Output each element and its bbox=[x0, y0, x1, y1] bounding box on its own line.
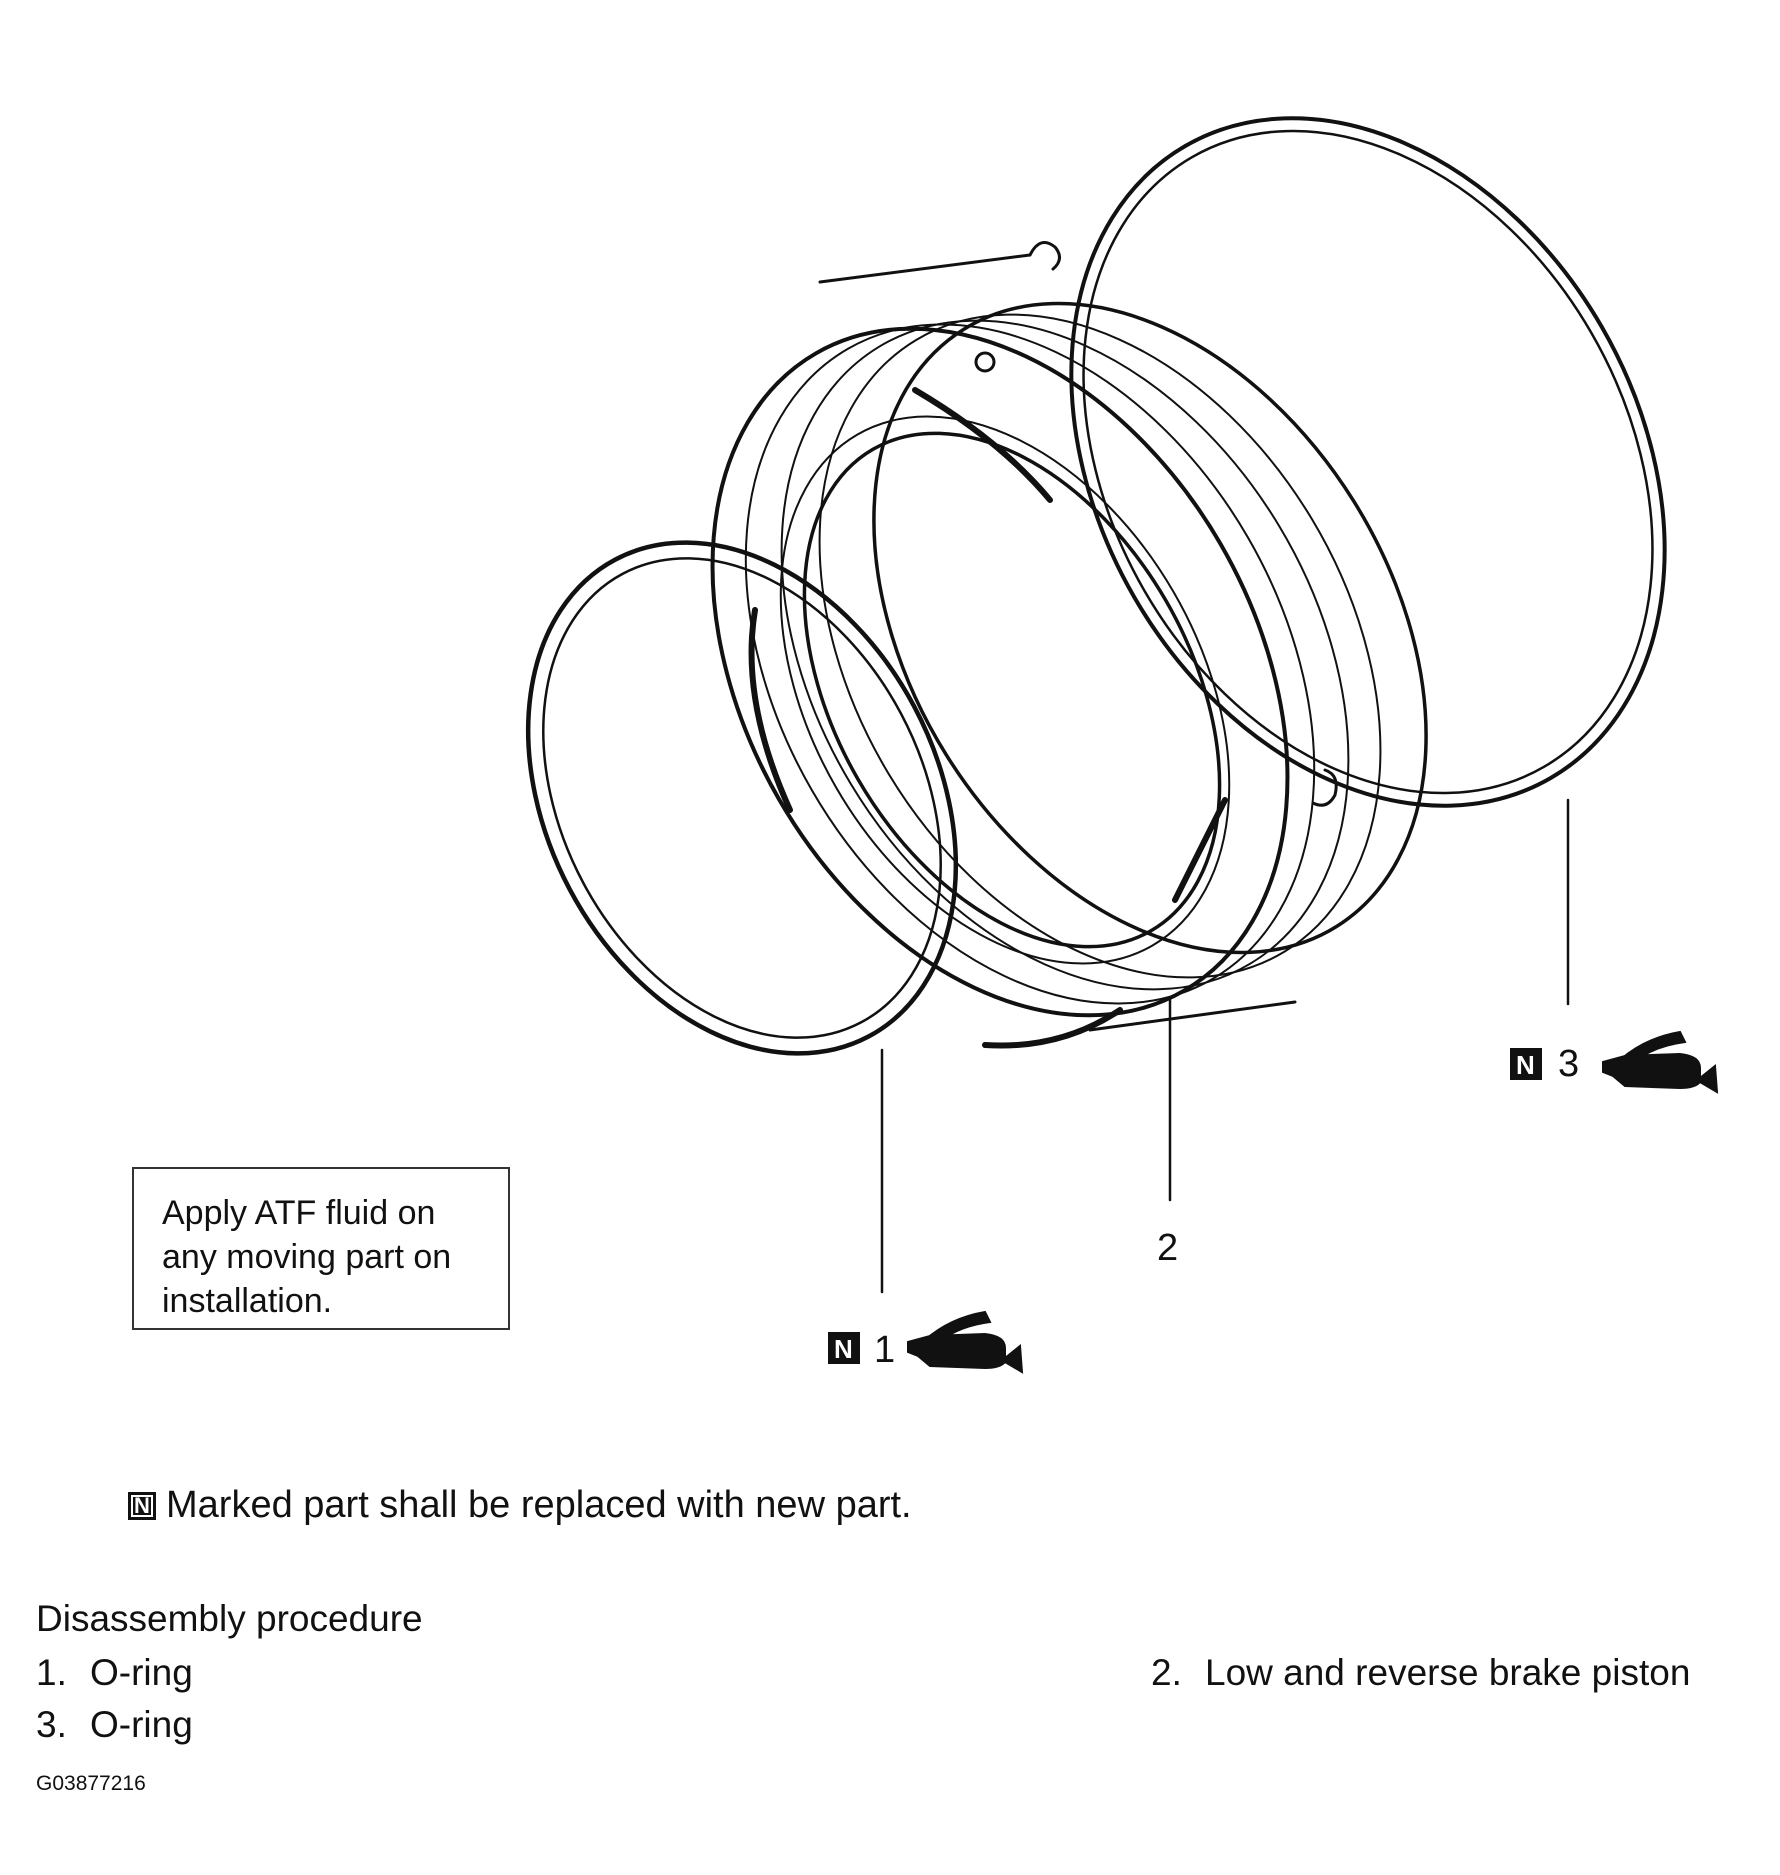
procedure-item-label: Low and reverse brake piston bbox=[1205, 1652, 1691, 1693]
callout-label-3: 3 bbox=[1558, 1043, 1579, 1085]
oil-can-icon bbox=[1602, 1030, 1719, 1094]
note-line: any moving part on bbox=[162, 1238, 452, 1276]
procedure-item-number: 1. bbox=[36, 1652, 67, 1693]
callout-1: N 1 bbox=[828, 1310, 1024, 1374]
new-part-symbol-icon bbox=[1510, 1048, 1542, 1080]
new-part-symbol-letter: N bbox=[834, 1334, 853, 1364]
atf-note-box: Apply ATF fluid on any moving part on in… bbox=[132, 1167, 510, 1330]
callout-label-1: 1 bbox=[874, 1329, 895, 1371]
procedure-item-number: 3. bbox=[36, 1704, 67, 1745]
brake-piston-part-2 bbox=[710, 241, 1428, 1049]
new-part-symbol-icon: N bbox=[128, 1491, 156, 1520]
legend-text: Marked part shall be replaced with new p… bbox=[166, 1484, 912, 1526]
new-part-symbol-icon bbox=[828, 1332, 860, 1364]
procedure-title: Disassembly procedure bbox=[36, 1598, 423, 1639]
callout-label-2: 2 bbox=[1157, 1227, 1178, 1269]
figure-code: G03877216 bbox=[36, 1772, 146, 1795]
note-line: installation. bbox=[162, 1282, 333, 1320]
procedure-item-label: O-ring bbox=[90, 1652, 193, 1693]
oil-can-icon bbox=[907, 1310, 1024, 1374]
o-ring-large-part-3 bbox=[1069, 116, 1667, 808]
callout-3: N 3 bbox=[1510, 1030, 1719, 1094]
procedure-item: 2. Low and reverse brake piston bbox=[1151, 1652, 1690, 1694]
note-line: Apply ATF fluid on bbox=[162, 1194, 436, 1232]
procedure-item-label: O-ring bbox=[90, 1704, 193, 1745]
procedure-item: 1. O-ring bbox=[36, 1652, 193, 1694]
procedure-item-number: 2. bbox=[1151, 1652, 1182, 1693]
o-ring-small-part-1 bbox=[525, 540, 959, 1056]
new-part-legend: N Marked part shall be replaced with new… bbox=[128, 1484, 912, 1527]
new-part-symbol-letter: N bbox=[1516, 1050, 1535, 1080]
procedure-item: 3. O-ring bbox=[36, 1704, 193, 1746]
